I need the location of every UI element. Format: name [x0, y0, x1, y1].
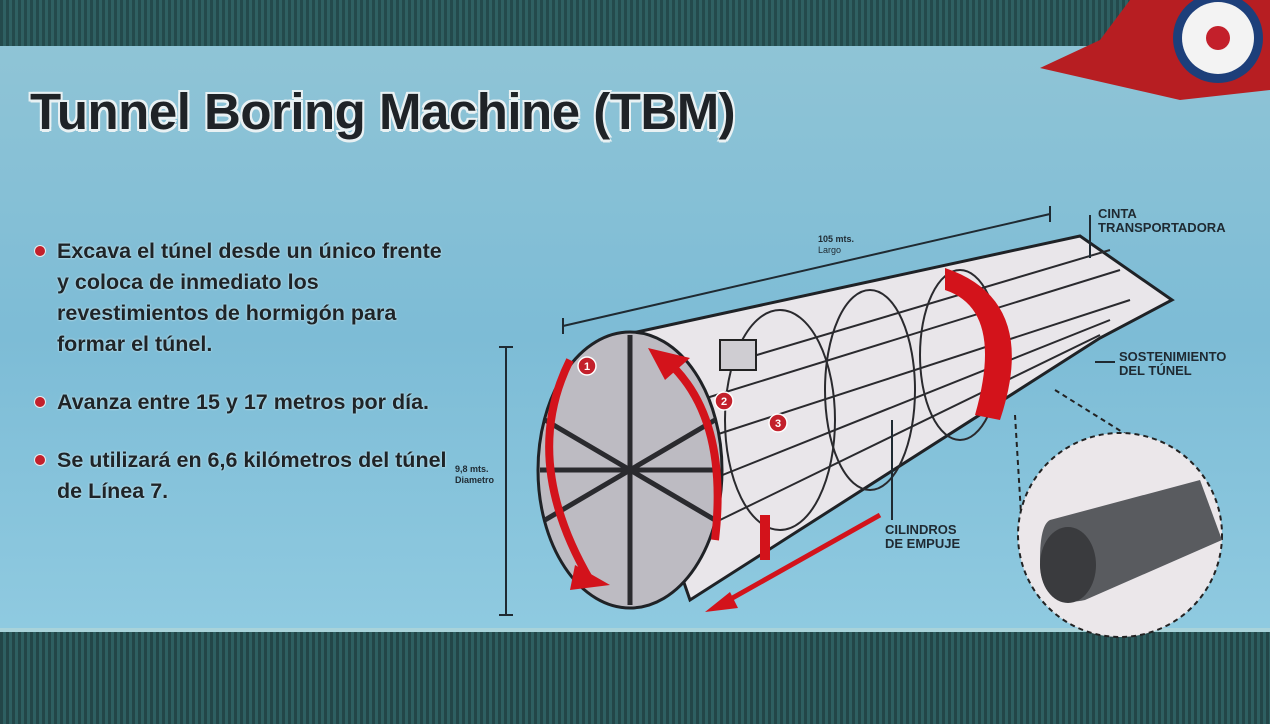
- poster-title: Tunnel Boring Machine (TBM): [30, 83, 736, 140]
- bullet-text: Se utilizará en 6,6 kilómetros del túnel…: [57, 448, 447, 503]
- bullet-item: Se utilizará en 6,6 kilómetros del túnel…: [35, 445, 455, 507]
- label-sostenimiento-del-tunel: SOSTENIMIENTO DEL TÚNEL: [1119, 349, 1227, 378]
- top-frame-band: [0, 0, 1270, 46]
- svg-text:1: 1: [584, 361, 590, 373]
- length-value: 105 mts.: [818, 234, 855, 244]
- lining-detail-magnifier: [1017, 432, 1223, 638]
- bullet-text: Avanza entre 15 y 17 metros por día.: [57, 390, 430, 414]
- bullet-list: Excava el túnel desde un único frente y …: [35, 236, 455, 534]
- label-cinta-transportadora: CINTA TRANSPORTADORA: [1098, 206, 1226, 235]
- bottom-frame-band: [0, 628, 1270, 724]
- diameter-label: Diametro: [455, 475, 495, 485]
- length-label: Largo: [818, 245, 842, 255]
- person-figure-icon: [760, 515, 770, 560]
- marker-3: 3: [768, 413, 788, 433]
- diameter-value: 9,8 mts.: [455, 464, 489, 474]
- bullet-item: Excava el túnel desde un único frente y …: [35, 236, 455, 360]
- svg-text:3: 3: [775, 418, 781, 430]
- bullet-dot-icon: [35, 246, 45, 256]
- marker-1: 1: [577, 356, 597, 376]
- rotation-arrow-icon: [945, 268, 1012, 420]
- bullet-dot-icon: [35, 455, 45, 465]
- bullet-text: Excava el túnel desde un único frente y …: [57, 239, 442, 356]
- bullet-item: Avanza entre 15 y 17 metros por día.: [35, 387, 455, 418]
- bullet-dot-icon: [35, 397, 45, 407]
- length-dimension-line: [562, 213, 1051, 327]
- tbm-body: [536, 234, 1175, 612]
- logo-roundel-icon: [1040, 0, 1270, 100]
- marker-2: 2: [714, 391, 734, 411]
- label-cilindros-de-empuje: CILINDROS DE EMPUJE: [885, 522, 961, 551]
- svg-text:2: 2: [721, 396, 727, 408]
